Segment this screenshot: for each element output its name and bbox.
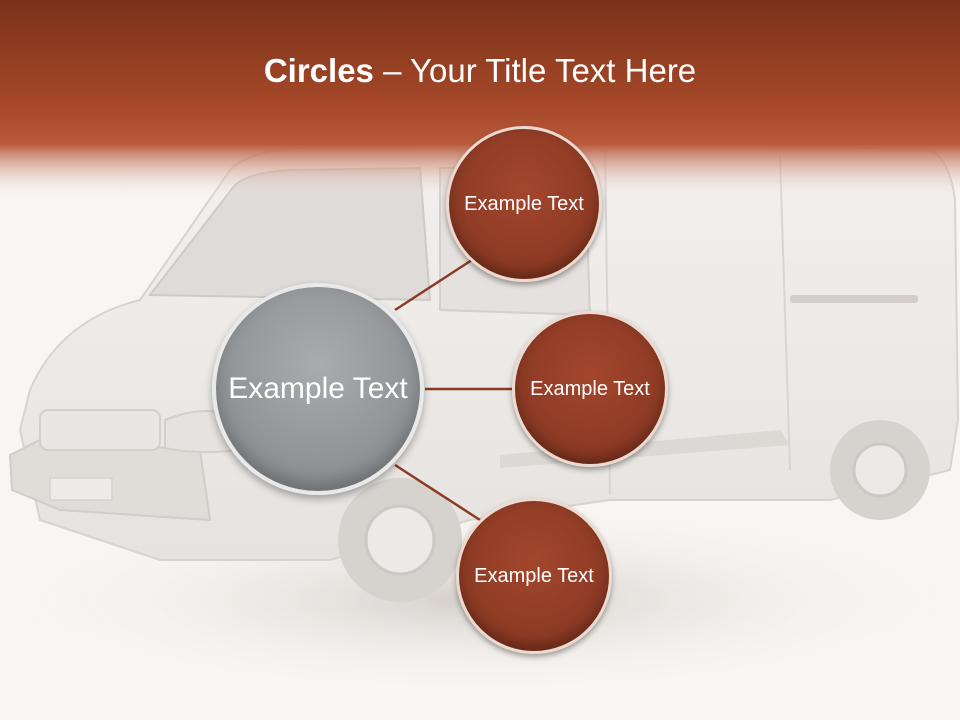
node-circle-top: Example Text — [446, 126, 602, 282]
center-circle: Example Text — [212, 283, 424, 495]
node-circle-bottom: Example Text — [456, 498, 612, 654]
node-label-middle: Example Text — [530, 378, 650, 400]
connectors — [394, 256, 515, 522]
title-bold: Circles — [263, 52, 374, 89]
node-label-top: Example Text — [464, 193, 584, 215]
node-label-bottom: Example Text — [474, 565, 594, 587]
center-label: Example Text — [228, 372, 408, 405]
connector-bottom — [394, 463, 481, 522]
connector-top — [394, 256, 476, 312]
page-title: Circles – Your Title Text Here — [0, 52, 960, 90]
title-rest: – Your Title Text Here — [373, 52, 697, 89]
node-circle-middle: Example Text — [512, 311, 668, 467]
van-illustration — [8, 138, 960, 695]
